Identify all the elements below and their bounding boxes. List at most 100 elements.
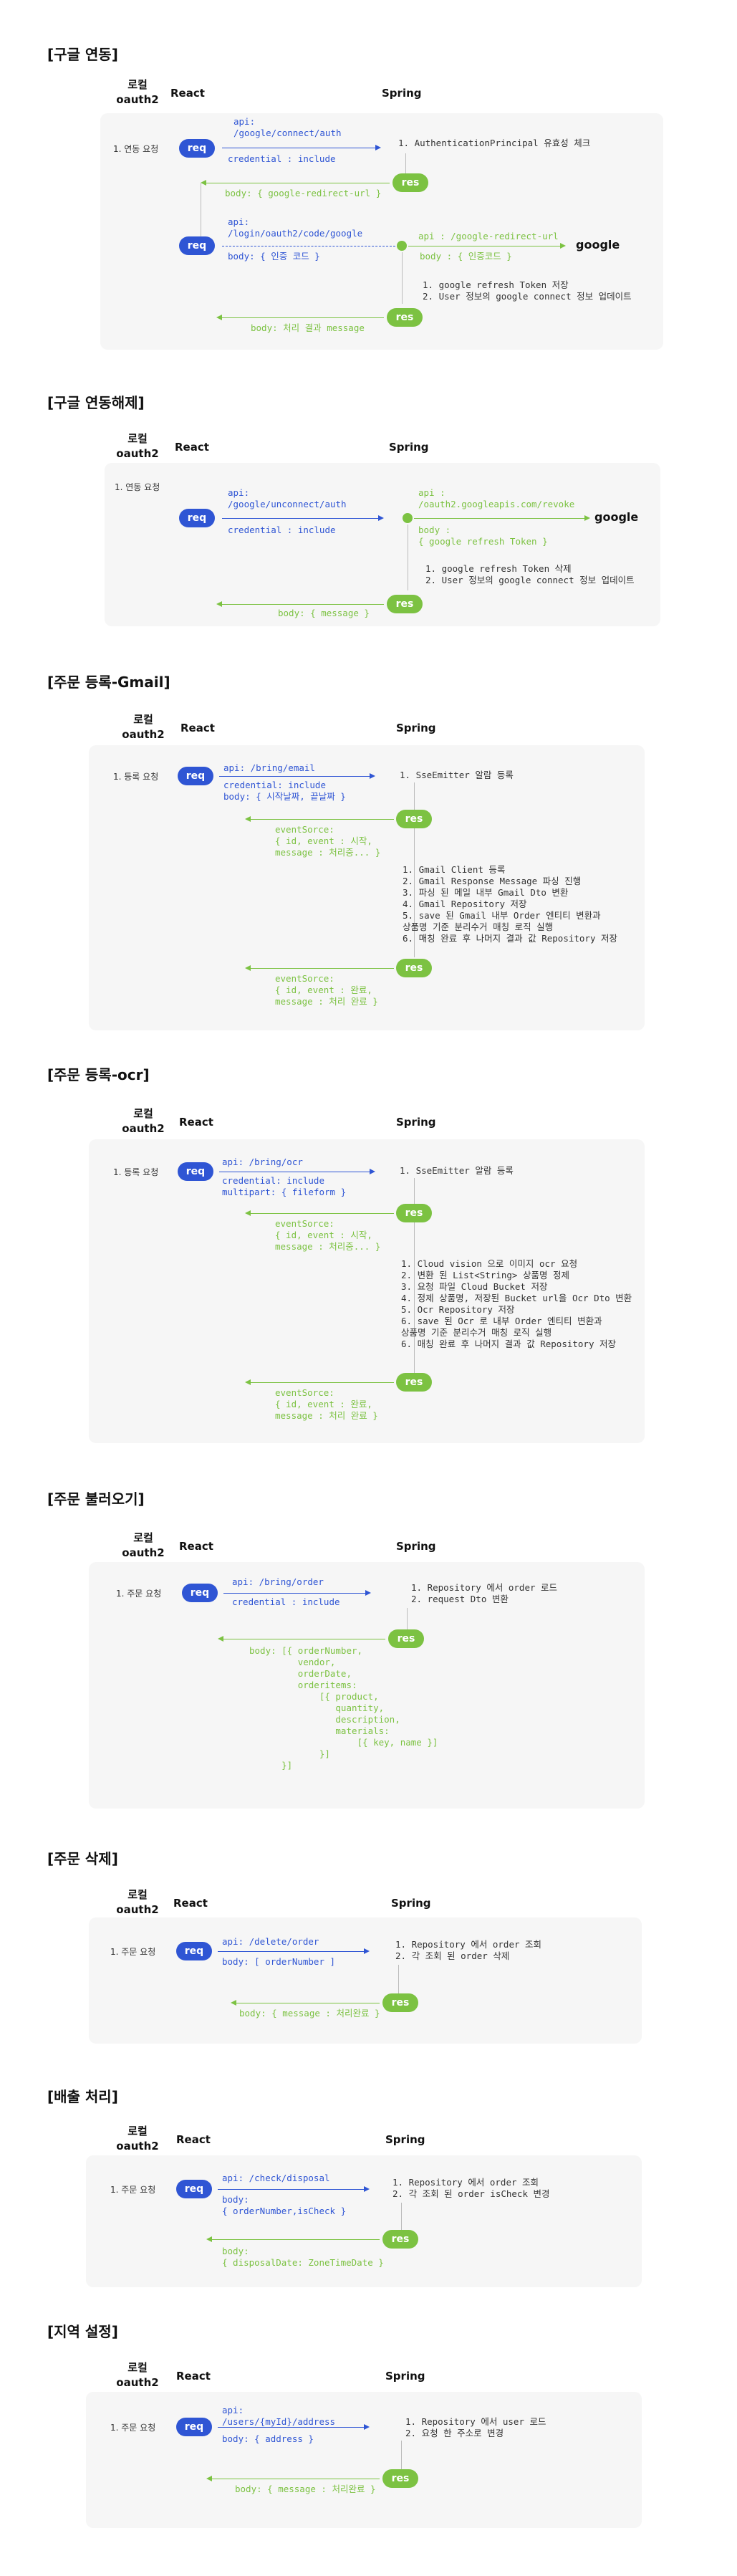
credential-label: credential: include [222, 1175, 324, 1186]
api-label: api : /google-redirect-url [418, 231, 559, 241]
credential-label: credential: include [223, 780, 326, 790]
credential-label: credential : include [228, 525, 336, 535]
response-body: body: 처리 결과 message [251, 322, 365, 333]
step-label: 1. 주문 요청 [116, 1589, 162, 1599]
header-local-oauth2: 로컬 oauth2 [122, 1531, 165, 1559]
arrow-head [378, 515, 384, 521]
header-spring: Spring [391, 1897, 431, 1910]
response-arrow [222, 317, 384, 318]
sequence-panel-order-load [89, 1562, 645, 1809]
header-react: React [176, 2133, 211, 2146]
spring-lifeline [414, 1178, 415, 1380]
response-arrow [251, 819, 394, 820]
api-label: api: /bring/ocr [222, 1157, 303, 1167]
section-title-google-connect: [구글 연동] [47, 46, 118, 63]
header-spring: Spring [396, 1116, 436, 1129]
res-badge: res [387, 595, 423, 613]
header-local-oauth2: 로컬 oauth2 [122, 1107, 165, 1135]
response-body: body: { message } [278, 608, 370, 618]
arrow-head [245, 965, 251, 971]
spring-lifeline [401, 2203, 402, 2233]
header-react: React [176, 2370, 211, 2383]
req-badge: req [176, 2180, 212, 2198]
request-body: body: { orderNumber,isCheck } [222, 2194, 347, 2216]
section-title-order-load: [주문 불러오기] [47, 1490, 145, 1508]
header-local-oauth2: 로컬 oauth2 [116, 78, 159, 106]
arrow-head [245, 1379, 251, 1385]
spring-lifeline [405, 153, 406, 179]
response-body: body: [{ orderNumber, vendor, orderDate,… [249, 1645, 438, 1771]
arrow-head [245, 816, 251, 822]
arrow-head [370, 773, 375, 779]
spring-step-text: 1. SseEmitter 알람 등록 [400, 770, 514, 780]
eventsource-start: eventSorce: { id, event : 시작, message : … [275, 1218, 381, 1252]
arrow-head [375, 145, 381, 150]
api-label: api: /login/oauth2/code/google [228, 216, 363, 239]
req-badge: req [178, 1162, 213, 1181]
request-arrow [218, 2189, 365, 2190]
arrow-head [216, 601, 222, 607]
sequence-panel-region [86, 2392, 642, 2528]
req-badge: req [178, 767, 213, 785]
request-arrow [218, 2427, 365, 2428]
req-badge: req [179, 139, 215, 158]
response-arrow [251, 968, 394, 969]
request-body: multipart: { fileform } [222, 1187, 347, 1197]
api-label: api: /google/connect/auth [233, 116, 342, 138]
response-arrow [251, 1382, 394, 1383]
api-label: api: /users/{myId}/address [222, 2405, 336, 2427]
res-badge: res [387, 308, 423, 327]
req-badge: req [179, 236, 215, 255]
response-arrow [212, 2239, 380, 2240]
api-label: api: /google/unconnect/auth [228, 487, 347, 509]
sequence-panel-order-gmail [89, 745, 645, 1030]
api-label: api: /check/disposal [222, 2173, 330, 2183]
header-spring: Spring [382, 87, 422, 100]
req-badge: req [176, 1942, 212, 1960]
section-title-order-delete: [주문 삭제] [47, 1850, 118, 1867]
arrow-head [216, 315, 222, 320]
google-node: google [594, 510, 639, 524]
header-react: React [173, 1897, 208, 1910]
req-badge: req [179, 509, 215, 527]
section-title-order-ocr: [주문 등록-ocr] [47, 1066, 150, 1083]
api-label: api: /bring/order [232, 1576, 324, 1587]
request-body: body: { 인증 코드 } [228, 251, 320, 262]
spring-lifeline [407, 1608, 408, 1629]
spring-step-text: 1. google refresh Token 삭제 2. User 정보의 g… [425, 563, 635, 585]
eventsource-complete: eventSorce: { id, event : 완료, message : … [275, 973, 378, 1007]
spring-step-text: 1. Cloud vision 으로 이미지 ocr 요청 2. 변환 된 Li… [401, 1258, 632, 1349]
request-body: body: { 시작날짜, 끝날짜 } [223, 791, 346, 802]
eventsource-complete: eventSorce: { id, event : 완료, message : … [275, 1387, 378, 1421]
header-spring: Spring [389, 441, 429, 454]
spring-step-text: 1. google refresh Token 저장 2. User 정보의 g… [423, 279, 632, 302]
header-spring: Spring [396, 722, 436, 734]
sequence-panel-disposal [86, 2155, 642, 2287]
spring-lifeline [402, 252, 403, 304]
res-badge: res [392, 173, 428, 192]
step-label: 1. 등록 요청 [113, 772, 159, 782]
step-label: 1. 주문 요청 [110, 2185, 156, 2195]
arrow-head [584, 515, 590, 521]
arrow-head [560, 243, 566, 249]
response-arrow [222, 604, 384, 605]
spring-lifeline [398, 1965, 399, 1996]
spring-step-text: 1. Repository 에서 order 로드 2. request Dto… [411, 1582, 558, 1604]
spring-step-text: 1. Gmail Client 등록 2. Gmail Response Mes… [403, 864, 618, 944]
arrow-head [206, 2236, 212, 2242]
header-local-oauth2: 로컬 oauth2 [116, 432, 159, 460]
header-local-oauth2: 로컬 oauth2 [116, 1888, 159, 1916]
res-badge: res [382, 1993, 418, 2012]
response-body: body: { message : 처리완료 } [239, 2008, 380, 2019]
credential-label: credential : include [232, 1596, 340, 1607]
spring-lifeline [401, 2441, 402, 2472]
response-body: body: { google-redirect-url } [225, 188, 382, 198]
google-node: google [576, 238, 620, 252]
spring-step-text: 1. SseEmitter 알람 등록 [400, 1165, 514, 1176]
step-label: 1. 등록 요청 [113, 1167, 159, 1177]
response-arrow [251, 1213, 394, 1214]
req-badge: req [176, 2418, 212, 2436]
sequence-panel-google-unconnect [105, 463, 660, 626]
arrow-head [364, 2424, 370, 2430]
arrow-head [364, 1948, 370, 1954]
